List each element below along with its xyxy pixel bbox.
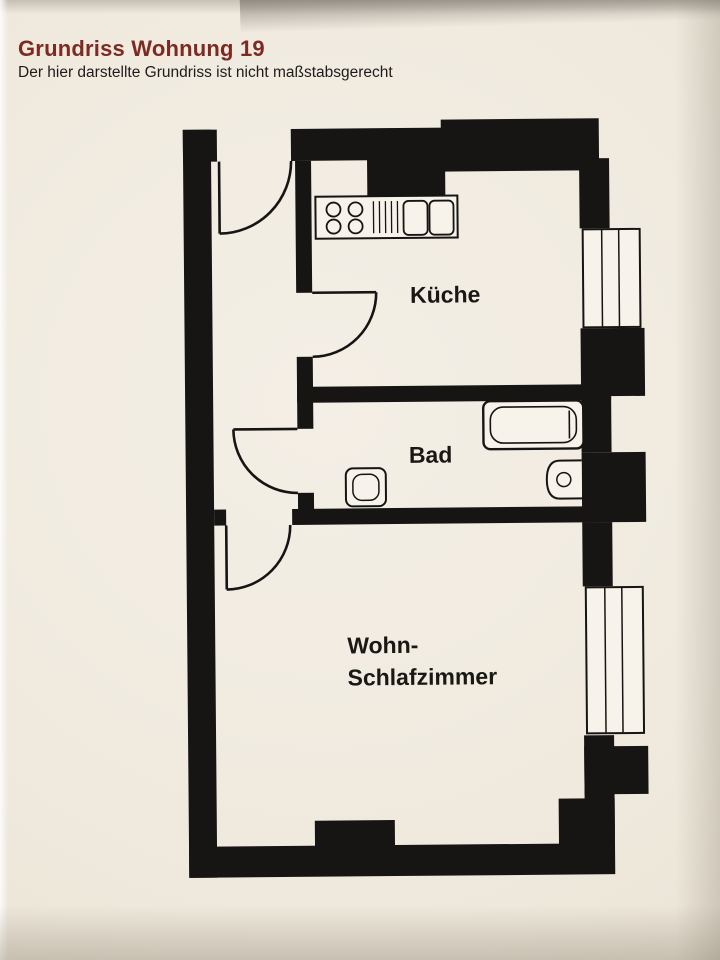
walls — [182, 118, 649, 878]
room-label-kitchen: Küche — [410, 281, 481, 308]
bathtub-icon — [482, 399, 585, 451]
fixtures — [314, 194, 585, 508]
room-label-living-line2: Schlafzimmer — [347, 663, 497, 690]
page-subtitle: Der hier darstellte Grundriss ist nicht … — [18, 64, 393, 81]
wall-right-pier-1 — [580, 327, 646, 397]
wall-kitchen-bath — [297, 384, 612, 403]
wall-right-pier-3 — [584, 745, 649, 795]
wall-top-middle — [290, 127, 448, 161]
wall-living-left-stub — [214, 509, 227, 526]
wall-bottom — [189, 843, 616, 878]
room-label-living-line1: Wohn- — [347, 632, 418, 659]
washbasin-icon — [545, 459, 583, 500]
doors — [217, 160, 378, 591]
wall-top-left — [182, 129, 218, 162]
entrance-door-icon — [217, 160, 293, 235]
wall-right-bath — [581, 396, 612, 453]
wall-chimney-bump — [314, 820, 396, 848]
wall-protrusion-kitchen — [367, 157, 446, 199]
wall-right-pier-2 — [581, 451, 647, 523]
page-title: Grundriss Wohnung 19 — [18, 36, 265, 61]
wall-corner-bottom-right — [558, 798, 616, 846]
kitchen-counter — [314, 194, 459, 240]
living-room-window-icon — [584, 585, 646, 735]
wall-living — [292, 506, 613, 525]
windows — [581, 227, 646, 735]
stove-icon — [325, 201, 364, 235]
kitchen-window-icon — [581, 227, 642, 329]
drainer-hatch-icon — [372, 201, 399, 234]
room-labels: Küche Bad Wohn- Schlafzimmer — [347, 281, 497, 690]
toilet-icon — [344, 467, 387, 508]
wall-corridor-upper — [295, 160, 313, 293]
wall-left — [182, 129, 218, 878]
wall-right-middle — [582, 522, 613, 587]
bath-door-icon — [232, 427, 298, 495]
wall-top-right-block — [440, 118, 600, 172]
kitchen-sink-icon — [402, 199, 455, 236]
living-room-door-icon — [224, 524, 292, 591]
wall-right-upper — [579, 158, 610, 229]
kitchen-door-icon — [312, 290, 378, 359]
room-label-bath: Bad — [409, 442, 453, 468]
